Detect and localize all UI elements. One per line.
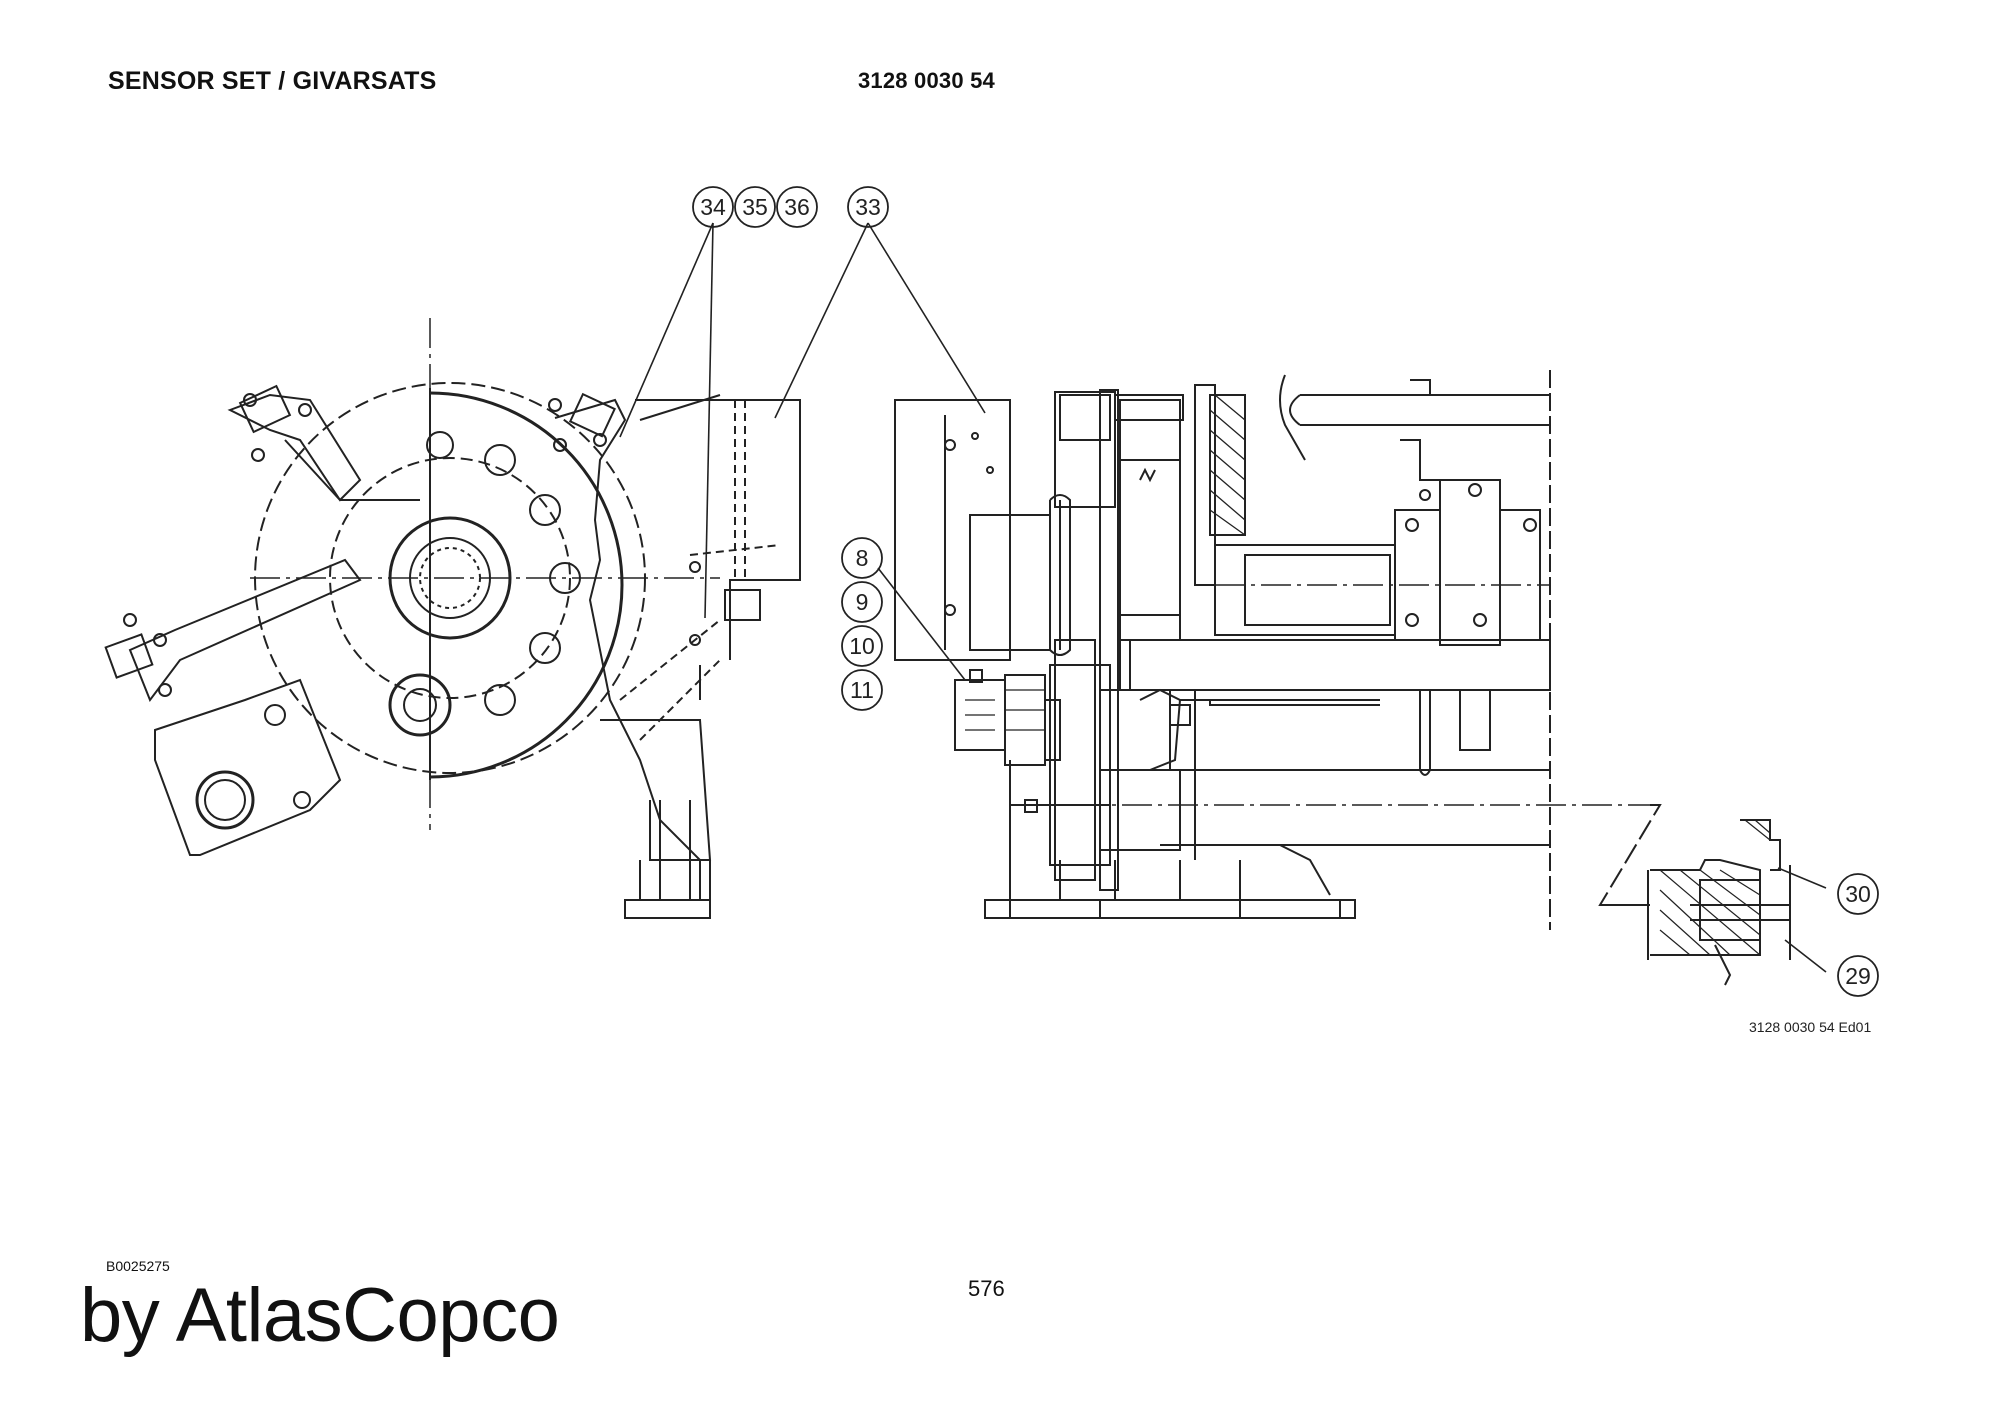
svg-text:9: 9 — [856, 589, 869, 615]
svg-text:11: 11 — [850, 677, 874, 703]
right-detail-view — [1598, 804, 1791, 986]
drawing-reference: 3128 0030 54 Ed01 — [1749, 1019, 1871, 1035]
svg-text:29: 29 — [1845, 963, 1871, 989]
page-title: SENSOR SET / GIVARSATS — [108, 67, 437, 95]
svg-text:34: 34 — [700, 194, 726, 220]
callout-36: 36 — [776, 186, 818, 228]
svg-text:35: 35 — [742, 194, 768, 220]
svg-text:8: 8 — [856, 545, 869, 571]
callout-29: 29 — [1837, 955, 1879, 997]
callout-10: 10 — [841, 625, 883, 667]
callout-8: 8 — [841, 537, 883, 579]
leader-lines — [619, 222, 1827, 973]
callout-33: 33 — [847, 186, 889, 228]
svg-text:36: 36 — [784, 194, 810, 220]
svg-text:10: 10 — [849, 633, 875, 659]
part-number: 3128 0030 54 — [858, 68, 995, 93]
callout-balloons: 34 35 36 33 8 9 10 11 30 29 — [692, 186, 1879, 997]
callout-30: 30 — [1837, 873, 1879, 915]
callout-11: 11 — [841, 669, 883, 711]
callout-34: 34 — [692, 186, 734, 228]
page-number: 576 — [968, 1276, 1005, 1301]
svg-text:30: 30 — [1845, 881, 1871, 907]
brand-logo-text: by AtlasCopco — [80, 1273, 560, 1358]
document-id: B0025275 — [106, 1258, 170, 1274]
callout-35: 35 — [734, 186, 776, 228]
centre-assembly-view — [894, 370, 1660, 930]
callout-9: 9 — [841, 581, 883, 623]
svg-text:33: 33 — [855, 194, 881, 220]
left-assembly-view — [104, 318, 801, 919]
